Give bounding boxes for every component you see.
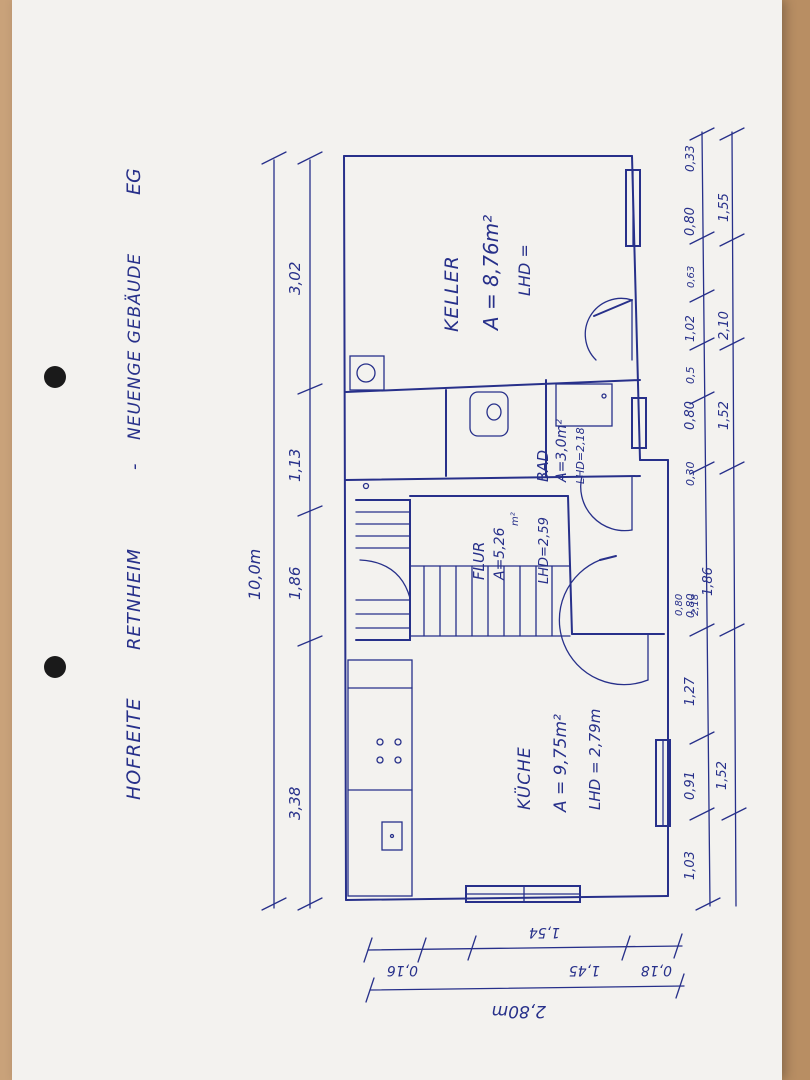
- door-bad: [580, 475, 633, 532]
- dimension-bottom-row2-1: 1,52: [715, 761, 730, 790]
- chimney-icon: [349, 355, 385, 391]
- title-floor: EG: [123, 168, 145, 195]
- room-keller-lhd: LHD =: [515, 244, 534, 296]
- title-retnheim: RETNHEIM: [124, 548, 145, 650]
- sink-icon: [381, 821, 403, 851]
- dimension-bottom-3: 1,27: [683, 676, 698, 706]
- punch-hole-bottom: [44, 656, 66, 678]
- drain-icon: [362, 482, 370, 490]
- shower-icon: [555, 383, 613, 427]
- dimension-bottom-row2-6: 1,55: [717, 193, 732, 222]
- room-flur-name: FLUR: [470, 542, 488, 580]
- dimension-bottom-row2-4: 1,52: [717, 401, 732, 430]
- dimension-top-2: 1,86: [286, 567, 304, 600]
- dimension-bottom-6: 0,80: [683, 401, 698, 430]
- dimension-width-seg-3: 0,16: [387, 962, 418, 978]
- dimension-bottom-1: 1,03: [683, 851, 698, 880]
- punch-hole-top: [44, 366, 66, 388]
- kitchen-counter: [347, 659, 413, 897]
- room-bad-area: A=3,0m²: [554, 419, 570, 483]
- room-bad-lhd: LHD=2,18: [574, 427, 587, 484]
- title-hofreite: HOFREITE: [123, 697, 145, 800]
- dimension-top-1: 3,38: [286, 787, 304, 820]
- dimension-top-4: 3,02: [286, 262, 304, 295]
- dimension-bottom-8: 1,02: [683, 315, 697, 342]
- window-kueche: [655, 739, 671, 827]
- dimension-total-length: 10,0m: [245, 549, 264, 600]
- dimension-line-width: [363, 933, 685, 1003]
- interior-walls: [345, 379, 665, 635]
- door-kueche: [558, 555, 649, 686]
- room-keller-name: KELLER: [441, 255, 463, 332]
- dimension-bottom-10: 0,80: [683, 207, 698, 236]
- window-left-wall: [465, 885, 581, 903]
- dimension-bottom-11: 0,33: [683, 145, 697, 172]
- stove-icon: [376, 738, 402, 764]
- dimension-line-bottom-2: [719, 127, 747, 907]
- window-keller: [625, 169, 641, 247]
- dimension-line-bottom-1: [689, 127, 721, 911]
- dimension-bottom-5: 0,30: [684, 462, 697, 487]
- dimension-bottom-7: 0,5: [684, 367, 697, 385]
- title-building: NEUENGE GEBÄUDE: [124, 253, 145, 440]
- dimension-bottom-row2-2: 2,18: [690, 594, 701, 616]
- dimension-bottom-row2-3: 1,86: [701, 567, 716, 596]
- dimension-width-seg-2: 1,45: [569, 962, 600, 978]
- room-kueche-lhd: LHD = 2,79m: [586, 709, 604, 810]
- room-kueche-name: KÜCHE: [513, 746, 535, 810]
- title-separator: -: [124, 464, 145, 471]
- dimension-top-3: 1,13: [286, 449, 304, 482]
- room-flur-area-unit: m²: [510, 512, 521, 526]
- dimension-width-sub: 1,54: [529, 924, 560, 940]
- dimension-line-total: [261, 151, 287, 911]
- staircase: [355, 499, 571, 641]
- dimension-bottom-2: 0,91: [683, 771, 698, 800]
- window-flur: [631, 397, 647, 449]
- dimension-bottom-9: 0,63: [686, 266, 697, 288]
- dimension-width-seg-1: 0,18: [641, 962, 672, 978]
- dimension-bottom-4: 0,80: [684, 594, 697, 619]
- dimension-bottom-small: 0,80: [674, 594, 685, 616]
- dimension-bottom-row2-5: 2,10: [717, 311, 732, 340]
- room-flur-lhd: LHD=2,59: [537, 517, 552, 584]
- toilet-icon: [469, 391, 509, 437]
- dimension-line-segments: [297, 151, 323, 911]
- room-bad-name: BAD: [534, 450, 552, 482]
- room-flur-area: A=5,26: [492, 527, 508, 581]
- door-keller: [584, 297, 633, 361]
- dimension-width-total: 2,80m: [492, 1001, 546, 1021]
- room-keller-area: A = 8,76m²: [479, 215, 503, 332]
- room-kueche-area: A = 9,75m²: [551, 714, 571, 813]
